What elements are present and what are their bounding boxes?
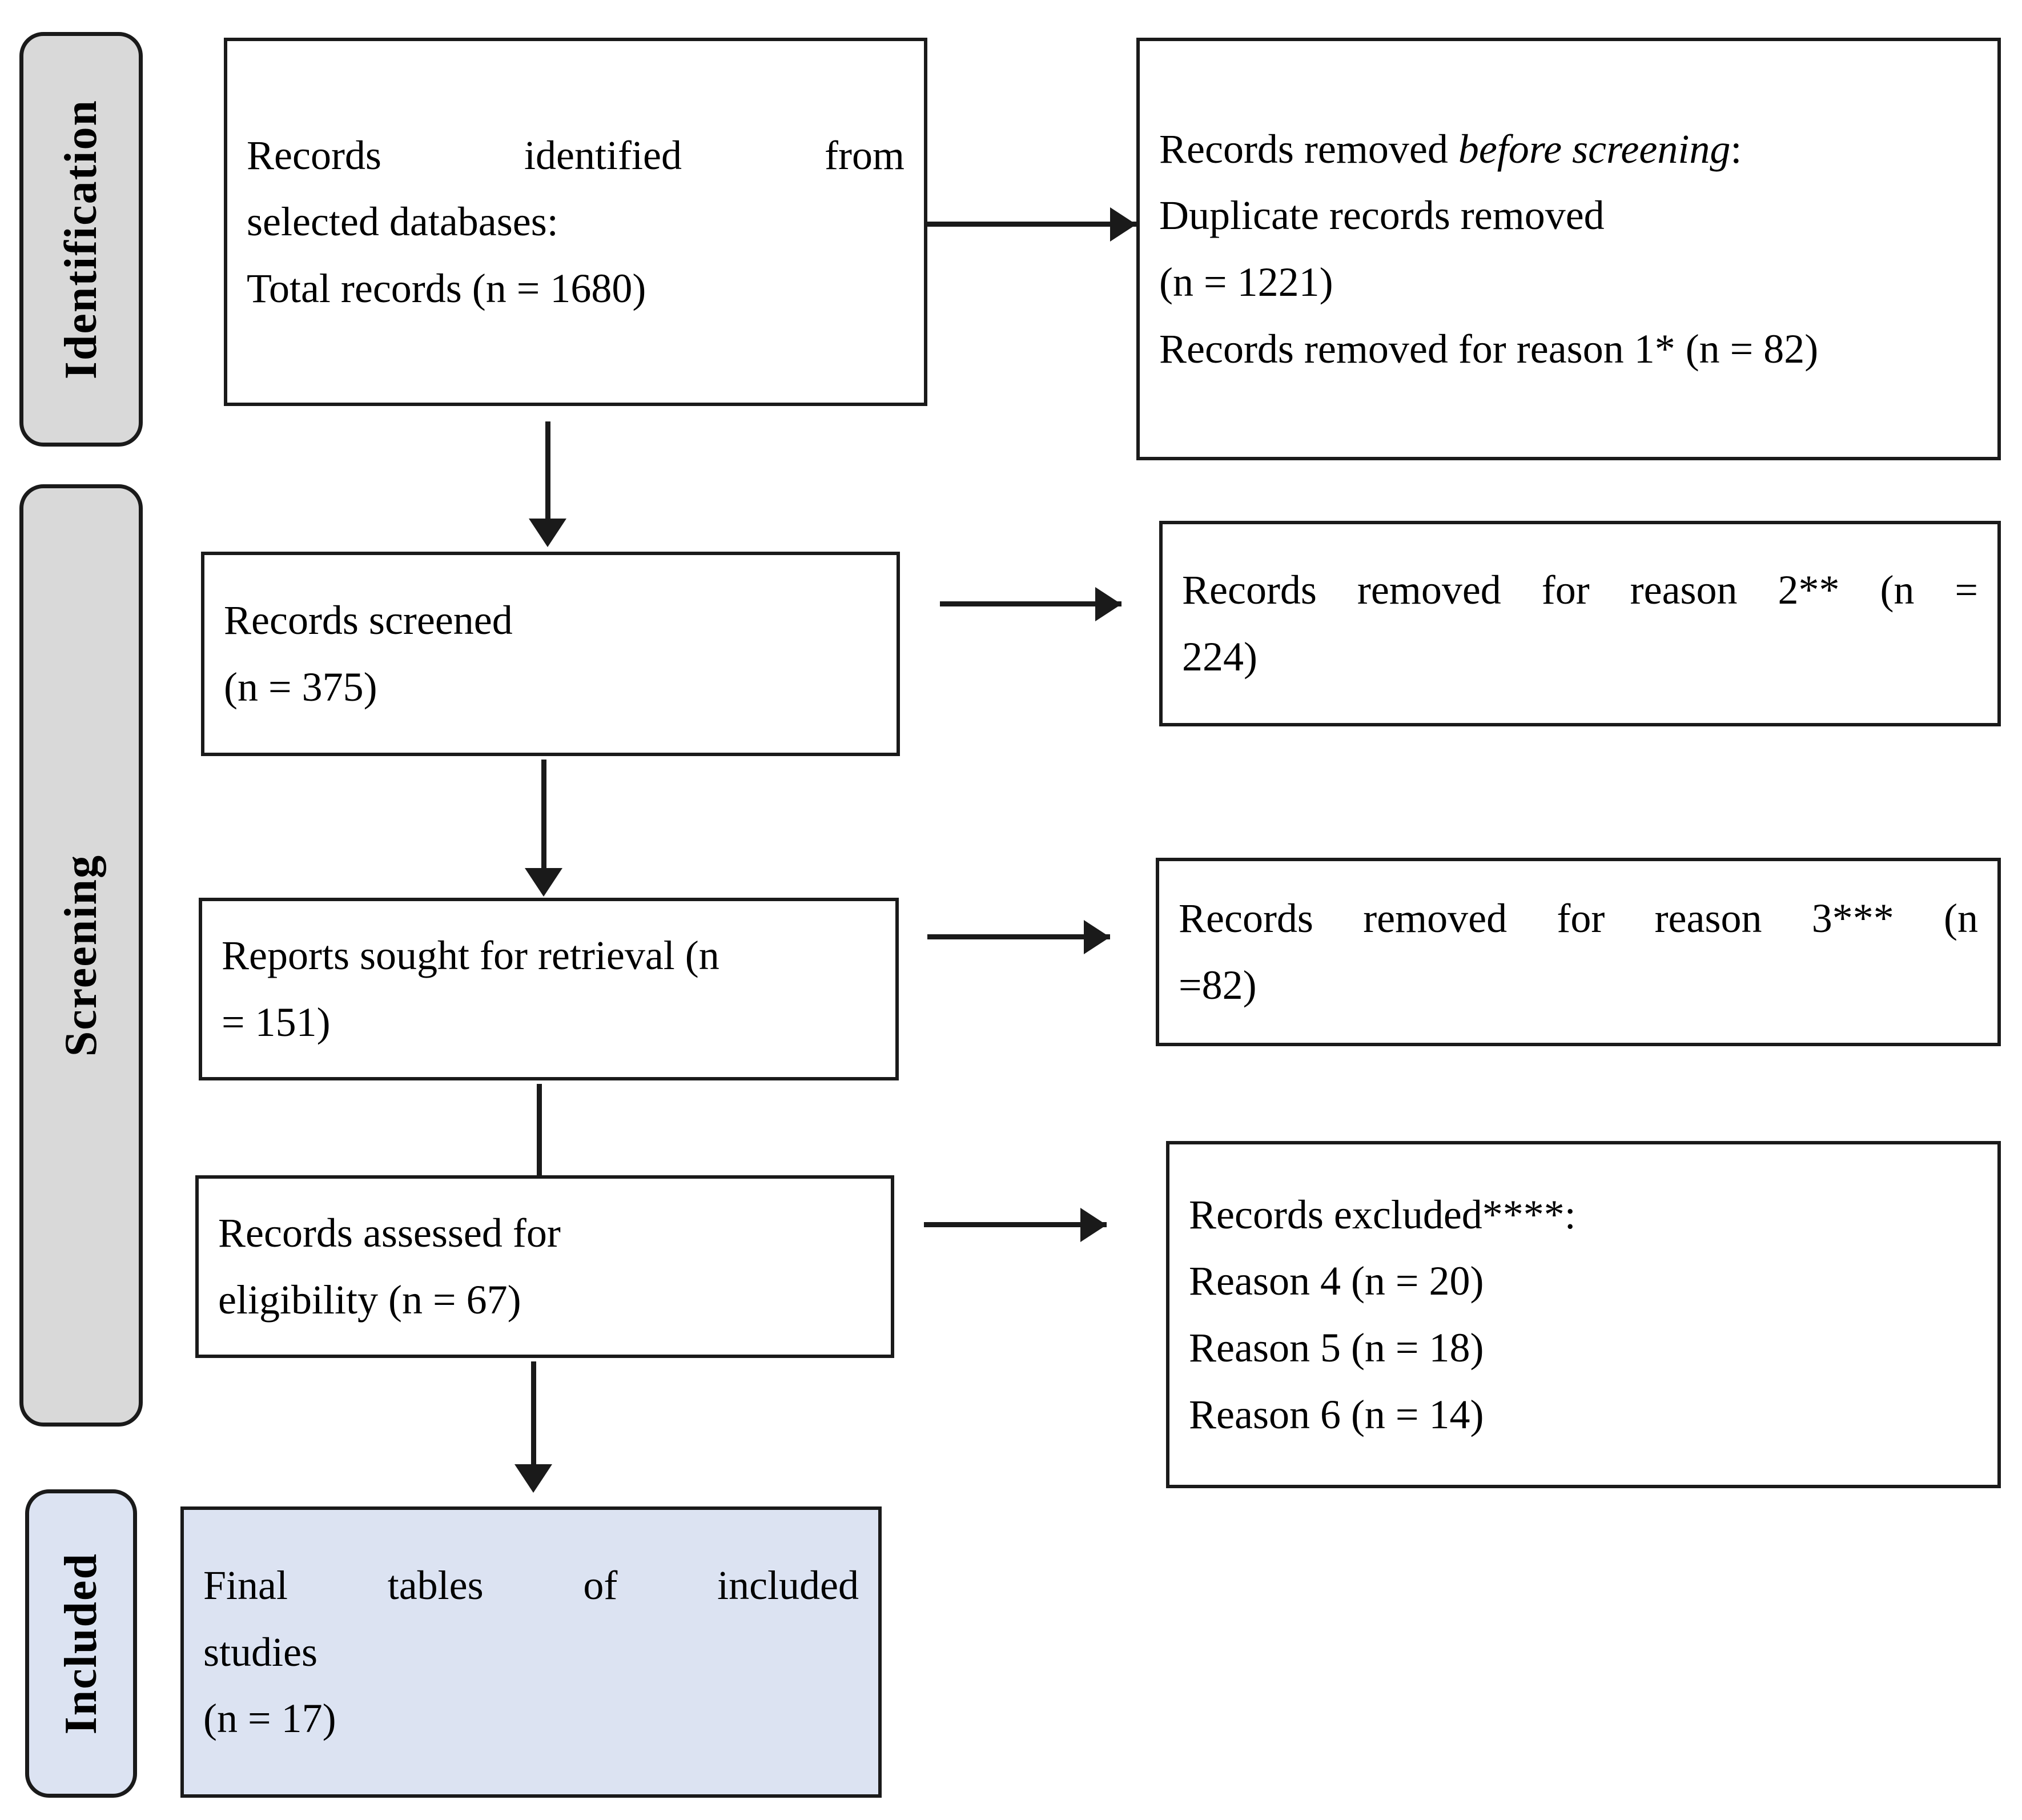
final-included-line-3: (n = 17)	[203, 1696, 336, 1742]
arrow-head-right-icon	[1095, 587, 1121, 621]
removed-before-screening-italic: before screening	[1458, 126, 1731, 172]
phase-label-identification-text: Identification	[56, 99, 106, 380]
records-identified-line-1: Records identified from	[247, 132, 905, 178]
arrow-head-right-icon	[1080, 1208, 1107, 1242]
reports-sought-line-2: = 151)	[222, 999, 331, 1045]
records-excluded-line-1: Records excluded****:	[1189, 1191, 1576, 1238]
box-records-removed-reason-2-body: Records removed for reason 2** (n = 224)	[1163, 557, 1997, 690]
records-excluded-line-3: Reason 5 (n = 18)	[1189, 1325, 1484, 1371]
box-records-identified: Records identified from selected databas…	[224, 38, 927, 406]
removed-reason-3-line-1: Records removed for reason 3*** (n	[1179, 895, 1978, 942]
arrow-shaft-horizontal	[927, 934, 1110, 939]
box-reports-sought-for-retrieval: Reports sought for retrieval (n = 151)	[199, 898, 899, 1080]
box-records-removed-reason-3-body: Records removed for reason 3*** (n =82)	[1159, 885, 1997, 1018]
box-final-tables-of-included-studies: Final tables of included studies (n = 17…	[180, 1506, 882, 1798]
removed-before-screening-line-3: (n = 1221)	[1159, 259, 1333, 305]
final-included-line-2: studies	[203, 1629, 318, 1675]
records-identified-line-2: selected databases:	[247, 199, 558, 245]
box-records-assessed-body: Records assessed for eligibility (n = 67…	[199, 1200, 891, 1333]
removed-before-screening-suffix: :	[1730, 126, 1742, 172]
box-records-screened-body: Records screened (n = 375)	[204, 587, 897, 720]
removed-before-screening-line-2: Duplicate records removed	[1159, 192, 1605, 239]
phase-label-included-text: Included	[56, 1552, 106, 1735]
arrow-shaft-vertical	[541, 760, 546, 874]
arrow-head-down-icon	[514, 1464, 552, 1493]
assessed-eligibility-line-1: Records assessed for	[218, 1210, 561, 1256]
arrow-head-down-icon	[525, 868, 562, 897]
records-screened-line-2: (n = 375)	[224, 664, 377, 710]
arrow-shaft-vertical	[545, 421, 550, 524]
removed-reason-2-line-1: Records removed for reason 2** (n =	[1182, 567, 1978, 613]
arrow-shaft-vertical	[537, 1084, 542, 1198]
reports-sought-line-1: Reports sought for retrieval (n	[222, 933, 719, 979]
arrow-shaft-horizontal	[940, 601, 1121, 606]
box-records-screened: Records screened (n = 375)	[201, 552, 900, 756]
removed-before-screening-line-1: Records removed before screening:	[1159, 116, 1978, 183]
arrow-shaft-horizontal	[927, 222, 1136, 227]
box-records-excluded: Records excluded****: Reason 4 (n = 20) …	[1166, 1141, 2001, 1488]
removed-reason-3-line-2: =82)	[1179, 962, 1257, 1008]
box-records-excluded-body: Records excluded****: Reason 4 (n = 20) …	[1169, 1182, 1997, 1448]
removed-before-screening-prefix: Records removed	[1159, 126, 1458, 172]
box-records-removed-reason-2: Records removed for reason 2** (n = 224)	[1159, 521, 2001, 726]
arrow-shaft-horizontal	[924, 1222, 1107, 1227]
box-records-removed-reason-3: Records removed for reason 3*** (n =82)	[1156, 858, 2001, 1046]
arrow-shaft-vertical	[531, 1361, 536, 1470]
box-records-removed-before-screening-body: Records removed before screening: Duplic…	[1140, 116, 1997, 383]
records-excluded-line-2: Reason 4 (n = 20)	[1189, 1258, 1484, 1304]
phase-label-included: Included	[25, 1489, 137, 1798]
final-included-line-1: Final tables of included	[203, 1562, 859, 1609]
box-records-removed-before-screening: Records removed before screening: Duplic…	[1136, 38, 2001, 460]
phase-label-screening-text: Screening	[56, 854, 106, 1057]
removed-before-screening-line-4: Records removed for reason 1* (n = 82)	[1159, 326, 1819, 372]
phase-label-identification: Identification	[19, 32, 143, 447]
arrow-head-right-icon	[1110, 207, 1136, 242]
assessed-eligibility-line-2: eligibility (n = 67)	[218, 1277, 521, 1323]
records-excluded-line-4: Reason 6 (n = 14)	[1189, 1391, 1484, 1437]
box-reports-sought-body: Reports sought for retrieval (n = 151)	[202, 922, 895, 1055]
removed-reason-2-line-2: 224)	[1182, 634, 1257, 680]
arrow-head-right-icon	[1084, 920, 1110, 954]
box-records-assessed-for-eligibility: Records assessed for eligibility (n = 67…	[195, 1175, 894, 1358]
box-records-identified-body: Records identified from selected databas…	[227, 122, 924, 322]
phase-label-screening: Screening	[19, 484, 143, 1427]
records-screened-line-1: Records screened	[224, 597, 513, 644]
arrow-head-down-icon	[529, 519, 566, 547]
box-final-included-body: Final tables of included studies (n = 17…	[184, 1552, 878, 1752]
records-identified-line-3: Total records (n = 1680)	[247, 265, 646, 311]
